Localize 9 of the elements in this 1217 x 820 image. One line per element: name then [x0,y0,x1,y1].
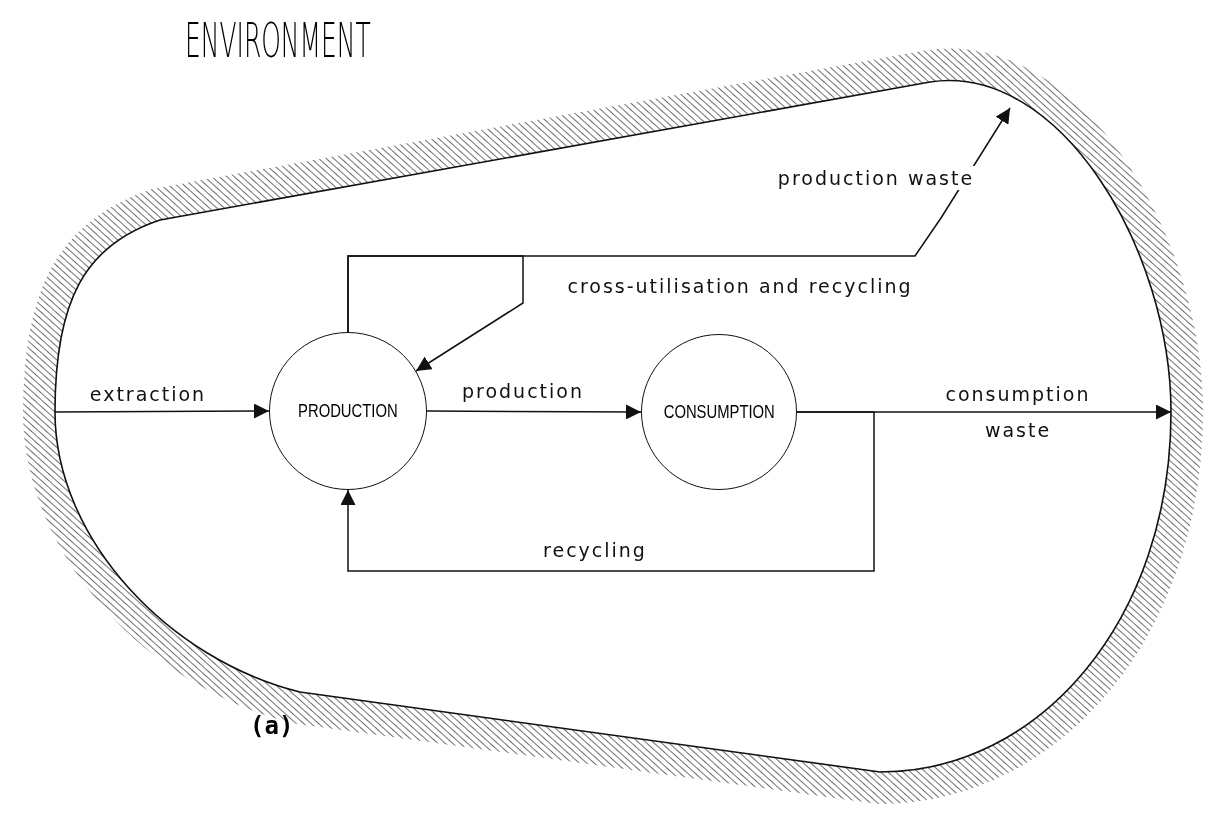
arrow [347,255,524,372]
node-label: PRODUCTION [298,400,398,422]
panel-label: (a) [250,712,294,740]
arrow [54,403,270,419]
node-label: CONSUMPTION [663,401,775,423]
arrow [426,404,642,420]
region-title: ENVIRONMENT [185,12,371,68]
edge-label: consumption waste [944,382,1092,443]
arrow [340,411,875,572]
